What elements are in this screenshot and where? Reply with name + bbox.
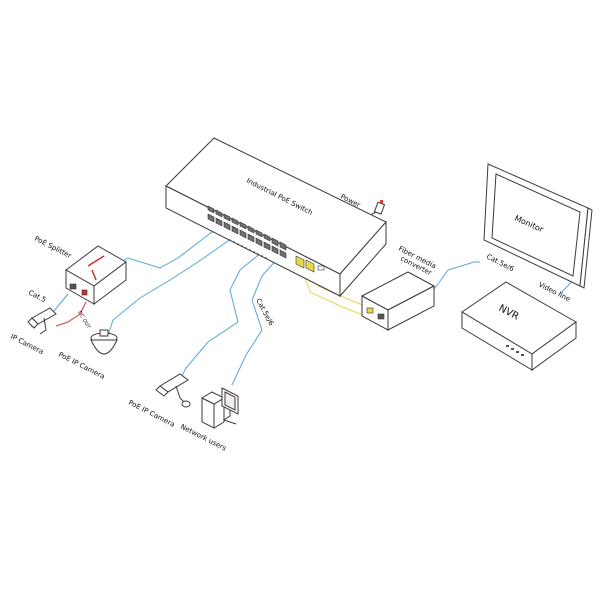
converter-port-ethernet — [377, 313, 385, 320]
dc-out-label: DC OUT — [76, 310, 91, 331]
converter-side — [387, 285, 435, 331]
pc-monitor-stand — [222, 410, 237, 425]
switch-port-array — [207, 205, 287, 259]
fiber-media-converter — [360, 271, 436, 331]
power-plug — [373, 201, 386, 215]
monitor-screen — [491, 173, 581, 277]
switch-fiber-port-1 — [295, 255, 305, 269]
network-users-label: Network users — [179, 423, 228, 453]
switch-fiber-port-2 — [305, 259, 315, 273]
switch-side — [339, 220, 387, 298]
switch-led-dots — [229, 239, 267, 259]
cable-switch-to-bottom-camera — [179, 251, 263, 381]
nvr — [461, 281, 577, 371]
cat5e-mid-label: Cat.5e/6 — [254, 297, 275, 327]
cable-switch-to-dome-camera — [107, 233, 239, 337]
monitor-side — [579, 207, 593, 289]
switch-status-light — [317, 265, 325, 271]
splitter-port-lan — [69, 283, 77, 290]
poe-splitter — [65, 245, 127, 305]
monitor — [483, 163, 593, 289]
power-plug-tip — [380, 200, 383, 204]
ip-camera-mount — [39, 317, 47, 335]
bullet-camera-lens — [155, 385, 169, 397]
nvr-side — [531, 321, 577, 371]
cable-dc-out — [55, 301, 87, 327]
splitter-side — [93, 261, 127, 305]
splitter-port-dc — [81, 289, 88, 296]
dome-camera-mount — [99, 329, 109, 337]
poe-ip-camera-bottom-label: PoE IP Camera — [127, 399, 176, 429]
cat5e-right-label: Cat.5e/6 — [485, 253, 516, 274]
network-users-pc — [200, 387, 239, 429]
splitter-red-mark — [87, 255, 105, 281]
ip-camera-label: IP Camera — [9, 333, 45, 356]
cable-switch-to-network-users — [231, 257, 279, 386]
poe-bullet-camera — [155, 373, 191, 408]
video-line-label: Video line — [537, 281, 571, 304]
dome-camera-dome — [90, 339, 118, 355]
cable-switch-to-splitter — [119, 224, 223, 269]
nvr-front-buttons — [506, 345, 524, 356]
ip-camera-lens — [27, 317, 39, 329]
converter-port-fiber — [366, 307, 374, 314]
pc-monitor-screen — [224, 391, 236, 411]
poe-dome-camera — [90, 329, 118, 355]
poe-ip-camera-left-label: PoE IP Camera — [57, 351, 106, 381]
cat5-label: Cat.5 — [27, 289, 47, 305]
bullet-camera-mount-base — [181, 400, 191, 408]
poe-switch — [165, 137, 387, 298]
poe-splitter-label: PoE Splitter — [33, 235, 73, 261]
ip-camera — [27, 307, 57, 335]
